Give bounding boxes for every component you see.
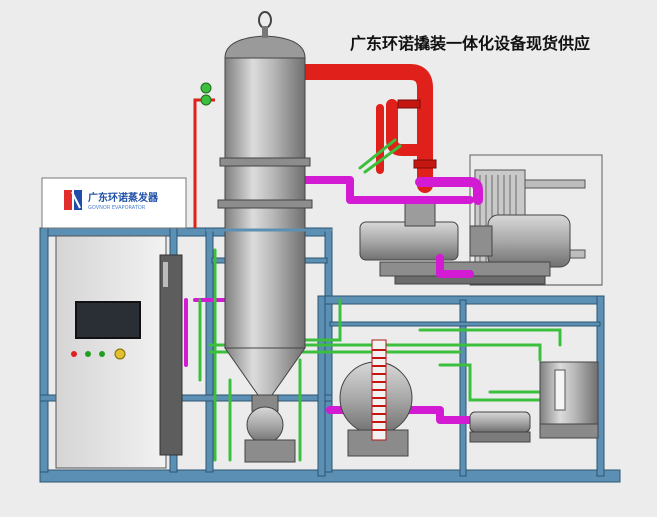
- right-frame: [317, 295, 605, 477]
- brand-sign: [41, 177, 187, 229]
- condensate-tank: [539, 361, 599, 439]
- indicator-lamp-icon: [71, 351, 77, 357]
- horizontal-vessel: [339, 339, 413, 457]
- logo-icon: [64, 190, 82, 210]
- electrical-panel: [159, 254, 183, 456]
- page-headline: 广东环诺撬装一体化设备现货供应: [350, 34, 591, 53]
- heat-exchanger-frame: [469, 154, 603, 286]
- discharge-pump: [469, 411, 531, 443]
- hmi-screen: [75, 301, 141, 339]
- brand-name: 广东环诺蒸发器: [88, 191, 159, 204]
- control-cabinet: [55, 235, 167, 469]
- circulation-pump: [244, 406, 296, 463]
- green-pipes: [198, 138, 562, 462]
- brand-sub: GOVNOR EVAPORATOR: [88, 205, 146, 211]
